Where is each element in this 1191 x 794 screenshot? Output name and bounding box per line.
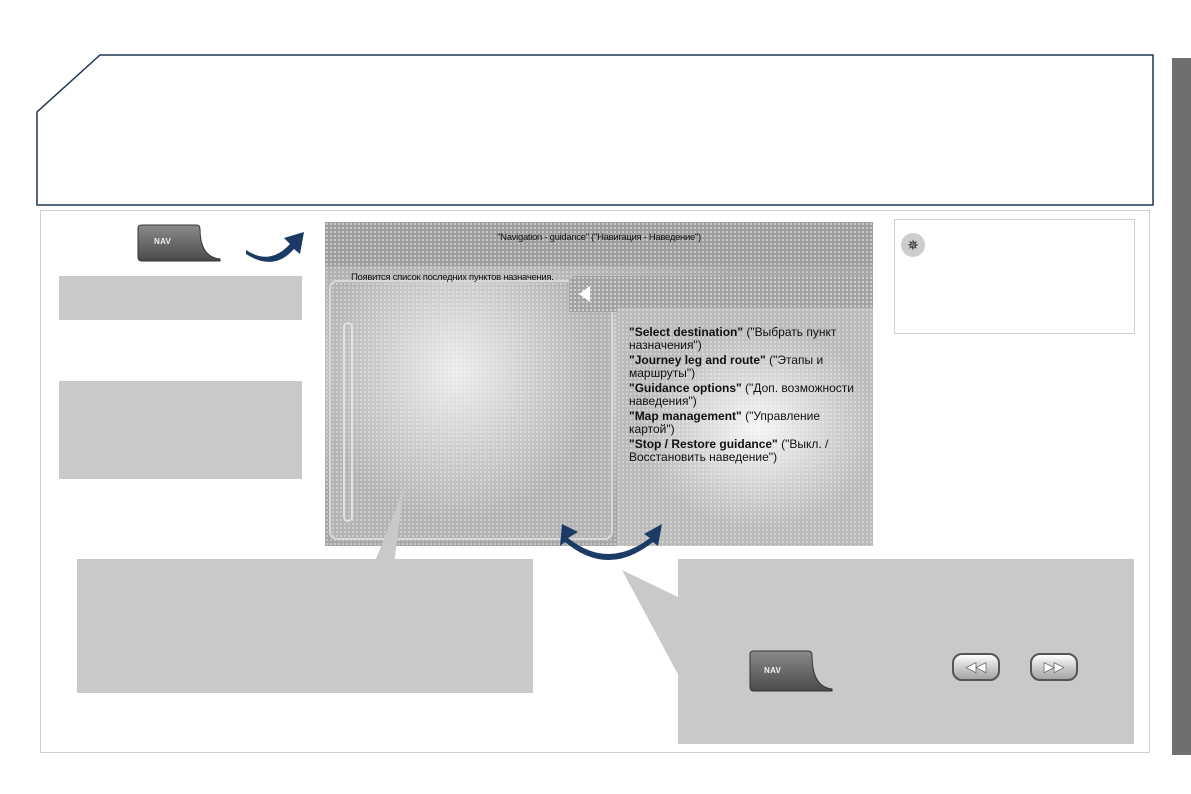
menu-header-tab [569,276,873,312]
callout-box-left [77,559,533,693]
nav-button-small[interactable]: NAV [748,650,834,692]
scrollbar[interactable] [343,322,353,522]
nav-button-small-label: NAV [764,666,782,675]
callout-pointer-left [374,488,404,564]
rewind-button[interactable]: ◀◀ [952,653,1000,681]
lightbulb-icon: ✵ [901,233,925,257]
recent-destinations-text: Появится список последних пунктов назнач… [351,272,554,283]
menu-item-stop-restore-guidance[interactable]: "Stop / Restore guidance" ("Выкл. / Восс… [629,437,829,464]
info-box-1 [59,276,302,320]
rewind-icon: ◀◀ [966,659,987,675]
menu-item-guidance-options[interactable]: "Guidance options" ("Доп. возможности на… [629,381,855,408]
side-tab-strip [1172,58,1191,755]
navigation-screen: "Navigation - guidance" ("Навигация - На… [325,222,873,546]
menu-item-journey-leg[interactable]: "Journey leg and route" ("Этапы и маршру… [629,353,824,380]
fast-forward-icon: ▶▶ [1044,659,1065,675]
tip-box: ✵ [894,219,1135,334]
callout-pointer-right [622,570,680,678]
back-arrow-icon[interactable] [579,286,590,302]
curved-arrow-icon [246,232,304,262]
nav-button[interactable]: NAV [136,224,222,262]
menu-item-select-destination[interactable]: "Select destination" ("Выбрать пункт наз… [629,325,837,352]
menu-panel [617,308,873,546]
nav-button-label: NAV [154,237,172,246]
fast-forward-button[interactable]: ▶▶ [1030,653,1078,681]
info-box-2 [59,381,302,479]
header-frame [36,54,1154,206]
callout-box-right [678,559,1134,744]
screen-title-bar [325,222,873,266]
double-curved-arrow-icon [560,524,662,560]
recent-destinations-panel[interactable] [329,280,613,540]
screen-title: "Navigation - guidance" ("Навигация - На… [497,232,701,243]
menu-list: "Select destination" ("Выбрать пункт наз… [629,326,865,466]
menu-item-map-management[interactable]: "Map management" ("Управление картой") [629,409,821,436]
content-frame [40,210,1150,753]
